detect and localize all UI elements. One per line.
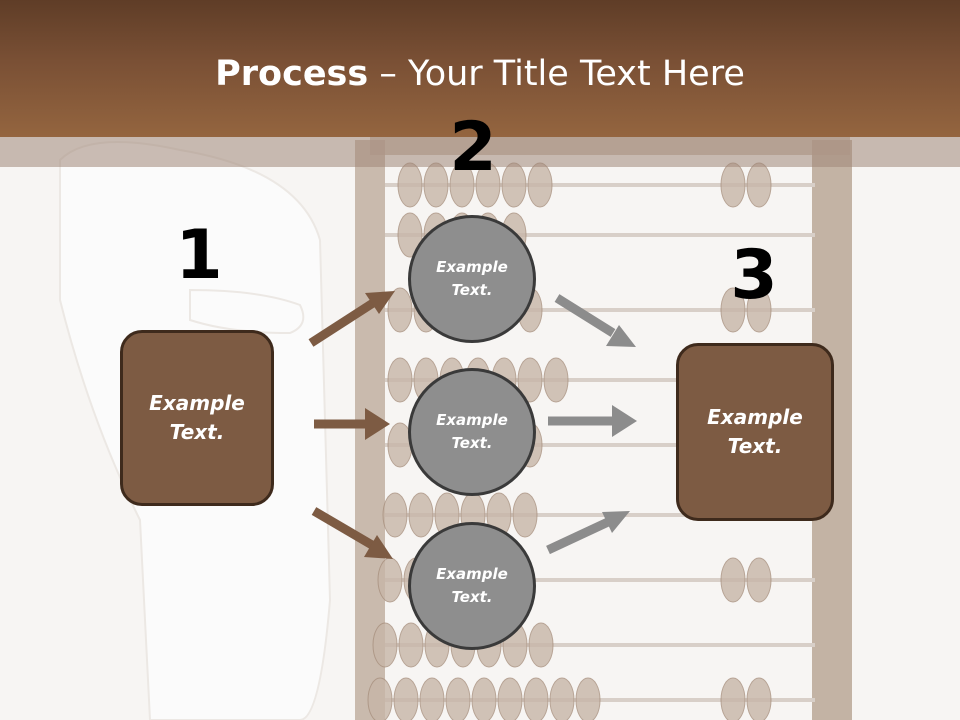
circle-3-line1: Example: [436, 565, 508, 583]
title-rest: – Your Title Text Here: [368, 54, 745, 94]
abacus-bead: [512, 492, 538, 538]
arrow-left-to-bottom: [311, 507, 393, 559]
right-box-line1: Example: [707, 405, 803, 429]
left-box-line1: Example: [149, 391, 245, 415]
abacus-bead: [387, 357, 413, 403]
circle-2-line1: Example: [436, 411, 508, 429]
abacus-bead: [746, 677, 772, 720]
abacus-bead: [398, 622, 424, 668]
abacus-bead: [517, 357, 543, 403]
abacus-bead: [720, 677, 746, 720]
step-number-3: 3: [730, 236, 778, 315]
abacus-bead: [746, 557, 772, 603]
arrow-middle-to-right: [548, 405, 637, 437]
page-title: Process – Your Title Text Here: [0, 52, 960, 96]
abacus-bead: [528, 622, 554, 668]
circle-3-line2: Text.: [451, 588, 493, 606]
abacus-bead: [408, 492, 434, 538]
left-box-line2: Text.: [169, 420, 225, 444]
abacus-bead: [720, 287, 746, 333]
abacus-bead: [367, 677, 393, 720]
circle-2-line2: Text.: [451, 434, 493, 452]
abacus-bead: [393, 677, 419, 720]
header-strip: [0, 137, 960, 167]
abacus-bead: [387, 287, 413, 333]
header-bar: [0, 0, 960, 137]
arrow-left-to-middle: [314, 408, 390, 440]
abacus-bead: [575, 677, 601, 720]
right-box-line2: Text.: [727, 434, 783, 458]
abacus-bead: [419, 677, 445, 720]
abacus-bead: [746, 287, 772, 333]
abacus-bead: [382, 492, 408, 538]
title-bold: Process: [215, 54, 369, 94]
abacus-bead: [720, 557, 746, 603]
abacus-bead: [543, 357, 569, 403]
arrow-left-to-top: [308, 291, 395, 347]
arrow-bottom-to-right: [546, 511, 630, 555]
abacus-bead: [549, 677, 575, 720]
abacus-bead: [471, 677, 497, 720]
step-number-1: 1: [175, 216, 223, 295]
abacus-bead: [372, 622, 398, 668]
abacus-bead: [445, 677, 471, 720]
step-number-2: 2: [449, 108, 497, 187]
circle-1-line1: Example: [436, 258, 508, 276]
abacus-bead: [523, 677, 549, 720]
abacus-bead: [497, 677, 523, 720]
arrow-top-to-right: [554, 294, 636, 347]
circle-1-line2: Text.: [451, 281, 493, 299]
